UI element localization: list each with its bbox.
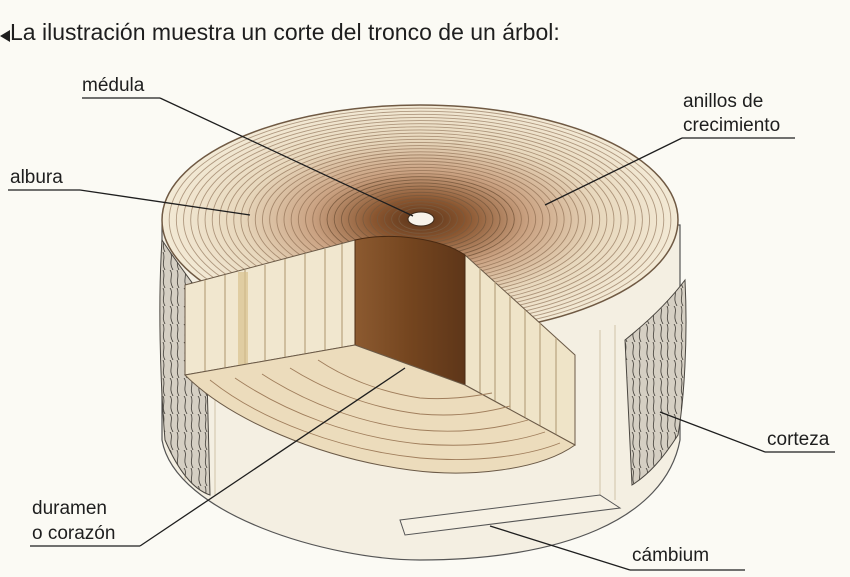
- label-duramen-line2: o corazón: [32, 523, 115, 544]
- label-cambium: cámbium: [632, 545, 709, 566]
- label-anillos-line2: crecimiento: [683, 115, 780, 136]
- label-medula: médula: [82, 75, 145, 96]
- title-marker-icon: [0, 30, 10, 42]
- bark-right: [624, 278, 687, 486]
- pith: [407, 211, 435, 227]
- label-anillos-line1: anillos de: [683, 91, 763, 112]
- diagram-title: La ilustración muestra un corte del tron…: [10, 19, 560, 45]
- label-duramen-line1: duramen: [32, 498, 107, 519]
- leader-lines: [8, 97, 835, 571]
- growth-ring: [384, 201, 458, 237]
- growth-ring: [398, 207, 444, 231]
- label-albura: albura: [10, 167, 63, 188]
- cambium-layer: [399, 494, 622, 536]
- cutaway-wedge: [183, 236, 576, 474]
- growth-ring: [391, 204, 451, 234]
- label-corteza: corteza: [767, 429, 830, 450]
